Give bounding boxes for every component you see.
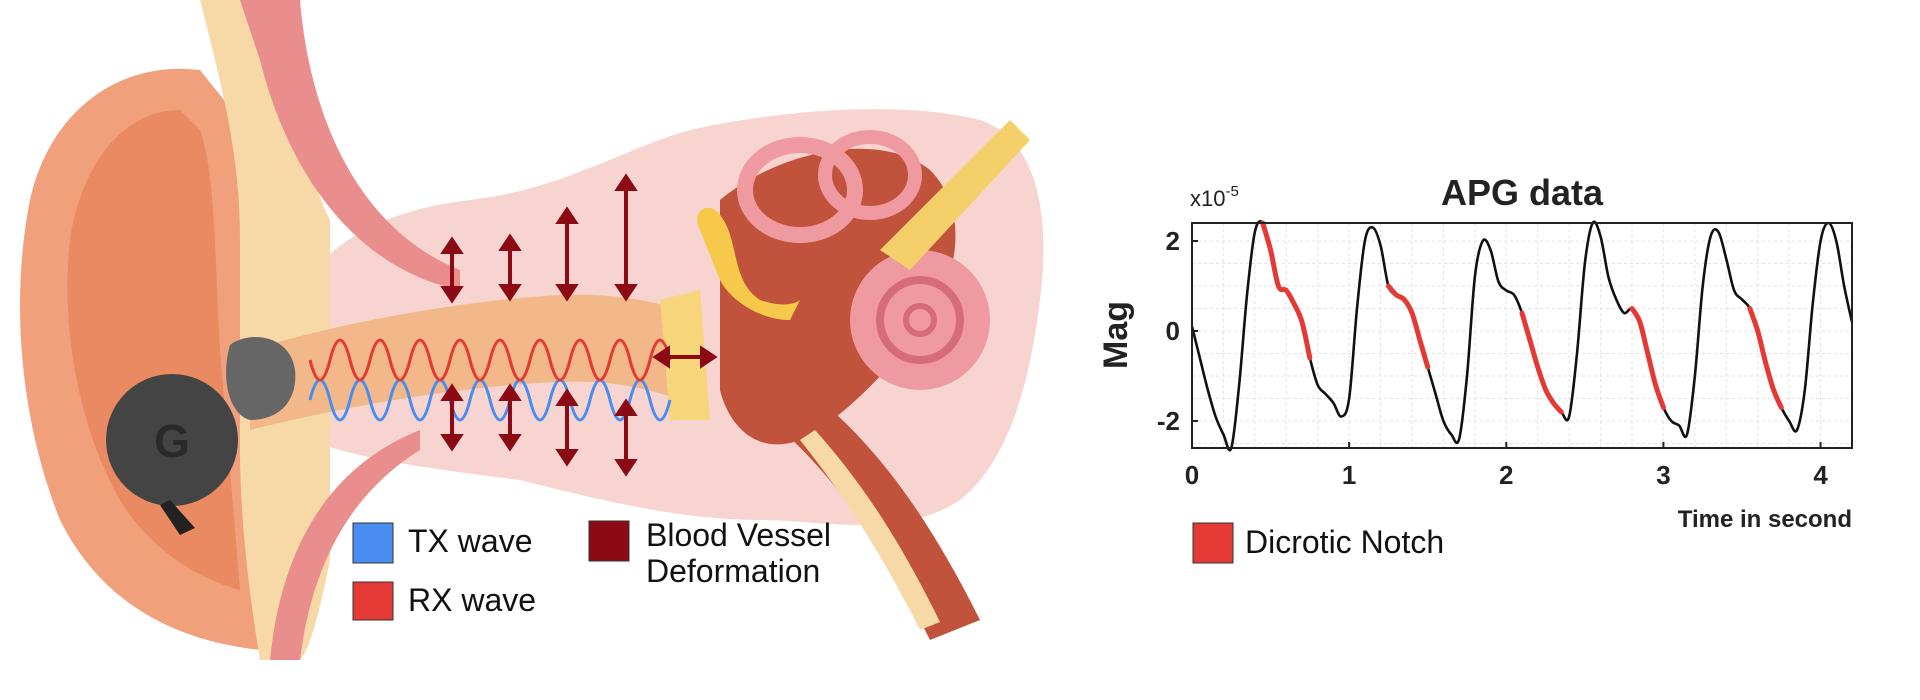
cochlea-inner: [876, 276, 964, 364]
y-multiplier-base: x10: [1190, 186, 1225, 211]
y-multiplier: x10-5: [1190, 183, 1239, 211]
legend-label-blood-vessel-line1: Blood Vessel: [646, 517, 831, 553]
dicrotic-notch-segment: [1260, 220, 1313, 361]
ossicles: [697, 207, 800, 320]
y-multiplier-exponent: -5: [1225, 183, 1238, 200]
apg-chart: APG data x10-5 Mag Time in second 0 1 2 3 4 2…: [1097, 172, 1854, 564]
chart-legend: Dicrotic Notch: [1192, 522, 1444, 564]
dicrotic-notch-segment: [1519, 310, 1564, 415]
legend-label-dicrotic-notch: Dicrotic Notch: [1245, 524, 1444, 560]
earbud-logo-letter: G: [154, 415, 190, 467]
legend-swatch-rx: [352, 581, 394, 621]
x-tick-label: 2: [1499, 460, 1513, 490]
ear-canal: [250, 294, 680, 430]
legend-swatch-dicrotic-notch: [1192, 522, 1234, 564]
eustachian-tube-lumen: [800, 430, 940, 630]
dicrotic-notch-segment: [1629, 306, 1666, 410]
semicircular-canal-2: [818, 130, 922, 220]
dicrotic-notch-segment: [1747, 306, 1784, 410]
rx-wave: [308, 338, 672, 382]
x-tick-label: 0: [1185, 460, 1199, 490]
earbud-stem: [160, 500, 195, 535]
dicrotic-notch-highlights: [1260, 220, 1784, 415]
y-axis-label: Mag: [1097, 301, 1135, 369]
x-axis-label: Time in second: [1678, 506, 1852, 533]
ear-anatomy-illustration: G TX wave RX wave Blood Vessel Deformati…: [20, 0, 1044, 660]
cartilage: [200, 0, 330, 660]
earbud: G: [106, 337, 296, 535]
skin-strip-top: [240, 0, 460, 290]
legend-label-rx: RX wave: [408, 582, 536, 618]
legend-label-blood-vessel-line2: Deformation: [646, 553, 820, 589]
middle-ear: [720, 148, 956, 445]
legend-swatch-tx: [352, 522, 394, 564]
semicircular-canal: [737, 137, 863, 243]
x-tick-label: 3: [1656, 460, 1670, 490]
earbud-body: [106, 374, 238, 506]
plot-grid: [1191, 223, 1853, 448]
skin-strip-bottom: [270, 430, 420, 660]
cochlea-core: [903, 303, 937, 337]
deformation-arrows: [440, 173, 718, 477]
x-tick-label: 1: [1342, 460, 1356, 490]
dicrotic-notch-segment: [1385, 283, 1431, 370]
tx-wave: [308, 378, 672, 422]
cochlea: [850, 250, 990, 390]
auditory-nerve: [880, 120, 1030, 270]
y-tick-label: 2: [1166, 226, 1180, 256]
x-tick-label: 4: [1813, 460, 1828, 490]
legend-swatch-blood-vessel: [588, 520, 630, 562]
chart-title: APG data: [1441, 172, 1604, 213]
y-tick-label: -2: [1157, 406, 1180, 436]
plot-frame: [1191, 222, 1853, 449]
y-tick-label: 0: [1166, 316, 1180, 346]
apg-series-line: [1190, 220, 1854, 452]
legend-label-tx: TX wave: [408, 523, 532, 559]
illustration-legend: TX wave RX wave Blood Vessel Deformation: [352, 517, 831, 621]
earbud-tip: [226, 337, 296, 420]
